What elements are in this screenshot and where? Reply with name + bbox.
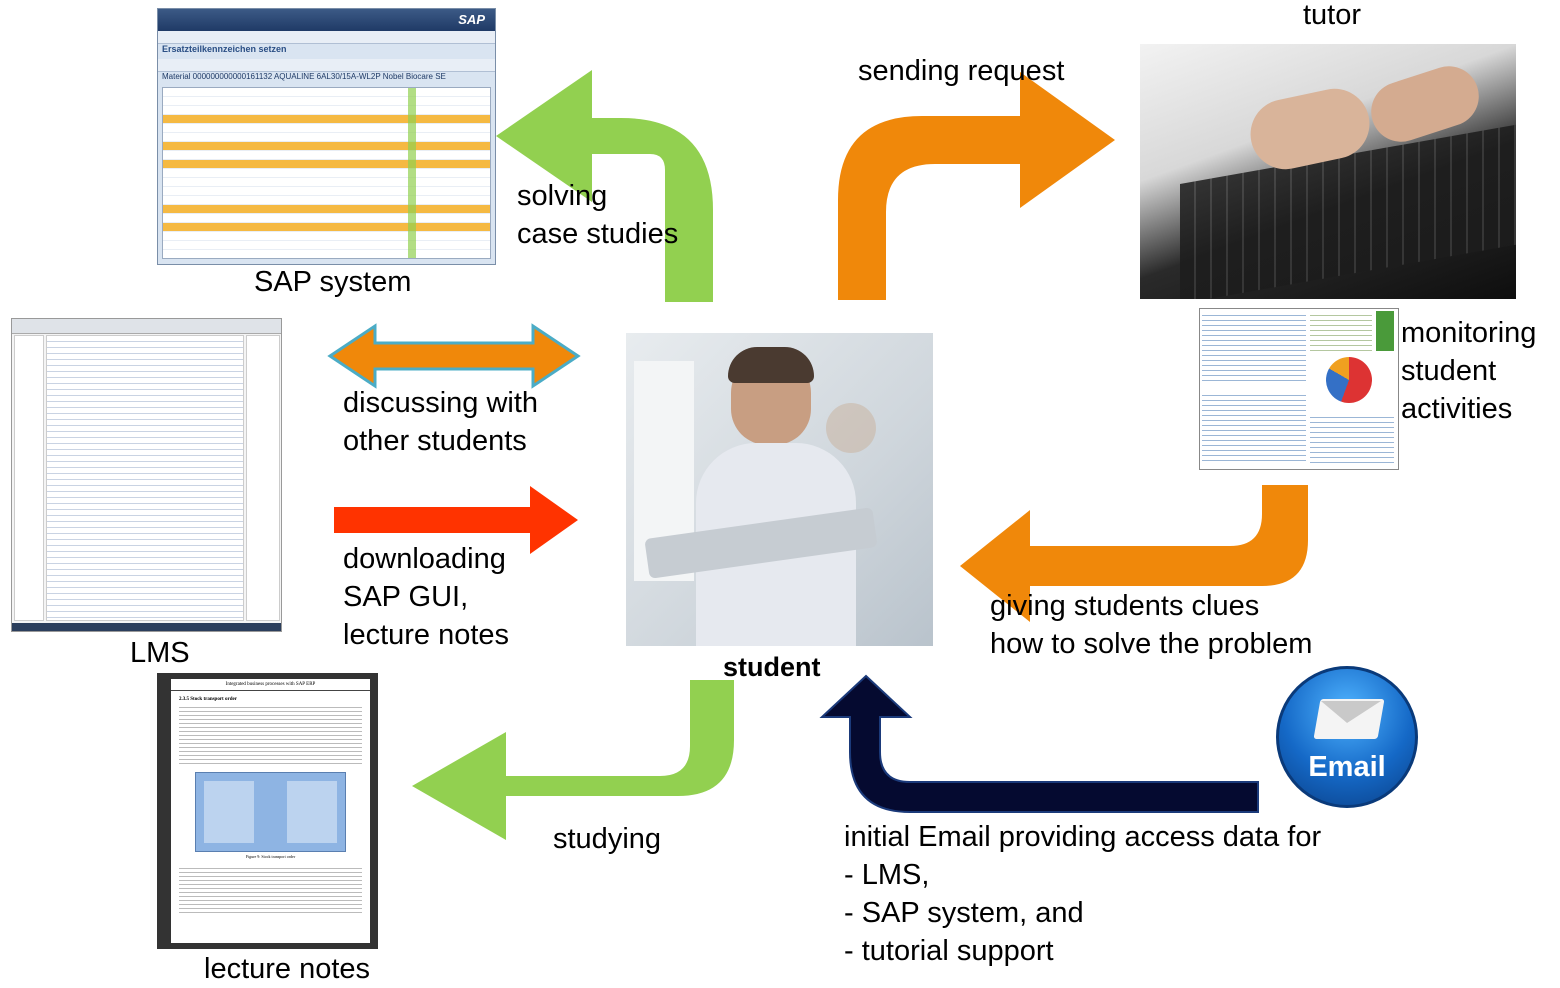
label-lms: LMS — [130, 637, 190, 669]
email-icon-label: Email — [1308, 751, 1386, 783]
label-solving-2: case studies — [517, 218, 679, 250]
label-clues-2: how to solve the problem — [990, 628, 1313, 660]
sap-logo: SAP — [458, 12, 485, 27]
tutor-photo — [1140, 44, 1516, 299]
sap-material-title: Material 000000000000161132 AQUALINE 6AL… — [162, 72, 446, 81]
arrow-solving-case-studies — [496, 70, 713, 302]
student-photo — [626, 333, 933, 646]
arrow-discussing — [327, 323, 581, 389]
label-studying: studying — [553, 823, 662, 855]
label-lecture-notes: lecture notes — [204, 953, 371, 985]
label-downloading-2: SAP GUI, — [343, 581, 469, 613]
label-clues-1: giving students clues — [990, 590, 1260, 622]
doc-header: Integrated business processes with SAP E… — [171, 679, 370, 691]
lms-screenshot — [11, 318, 282, 632]
doc-figure — [195, 772, 346, 852]
doc-figure-caption: Figure 9: Stock transport order — [245, 854, 296, 859]
email-icon: Email — [1276, 666, 1418, 808]
label-sending-request: sending request — [858, 55, 1065, 87]
monitoring-dashboard — [1199, 308, 1399, 470]
label-email-2: - LMS, — [844, 859, 930, 891]
arrow-downloading — [334, 486, 578, 554]
arrow-giving-clues — [960, 485, 1308, 622]
arrow-email — [819, 674, 1259, 813]
label-downloading-1: downloading — [343, 543, 506, 575]
sap-screenshot: SAP Ersatzteilkennzeichen setzen Materia… — [157, 8, 496, 265]
label-monitoring-1: monitoring — [1401, 317, 1537, 349]
arrow-studying — [412, 680, 734, 840]
label-discussing-2: other students — [343, 425, 527, 457]
lecture-notes-page: Integrated business processes with SAP E… — [157, 673, 378, 949]
label-discussing-1: discussing with — [343, 387, 539, 419]
label-solving-1: solving — [517, 180, 608, 212]
pie-chart-icon — [1326, 357, 1372, 403]
label-downloading-3: lecture notes — [343, 619, 510, 651]
label-monitoring-2: student — [1401, 355, 1497, 387]
label-tutor: tutor — [1303, 0, 1362, 31]
label-email-3: - SAP system, and — [844, 897, 1084, 929]
label-student: student — [723, 652, 821, 682]
sap-window-title: Ersatzteilkennzeichen setzen — [162, 44, 287, 54]
label-email-1: initial Email providing access data for — [844, 821, 1322, 853]
sap-table — [162, 87, 491, 259]
doc-section-title: 2.3.5 Stock transport order — [179, 697, 237, 702]
label-email-4: - tutorial support — [844, 935, 1054, 967]
label-monitoring-3: activities — [1401, 393, 1513, 425]
arrow-sending-request — [838, 72, 1115, 300]
label-sap-system: SAP system — [254, 266, 412, 298]
